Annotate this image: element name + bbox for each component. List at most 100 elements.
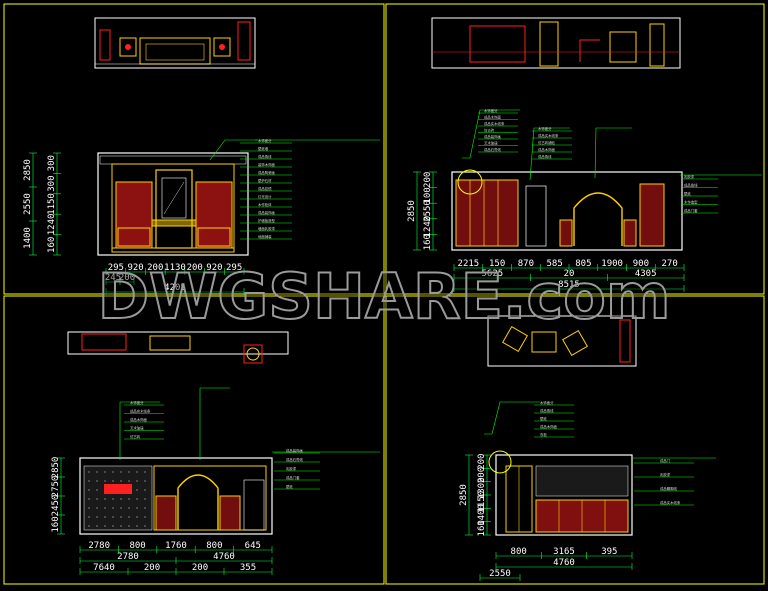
plan-wall-outline (94, 17, 256, 69)
note-label: 成品角线 (538, 154, 552, 159)
wallpaper-dot (144, 525, 146, 527)
wallpaper-dot (112, 507, 114, 509)
dimension-label: 200 (192, 563, 208, 573)
note-label: 艺术玻璃 (130, 426, 144, 431)
plan-column-right (237, 21, 251, 61)
note-label: 木饰面分 (538, 126, 552, 131)
note-label: 成品陶瓷画 (258, 170, 276, 175)
dimension-label: 300 (47, 175, 57, 191)
elevation-left-cabinet (115, 181, 153, 249)
wallpaper-dots (88, 471, 146, 527)
wallpaper-dot (120, 498, 122, 500)
plan-column-left (99, 29, 111, 61)
plan-table (531, 331, 557, 353)
dimension-label: 160 (423, 234, 433, 250)
elevation-cabinet-doors-left (117, 227, 151, 247)
note-label: 成品门 (660, 458, 671, 463)
note-label: 壁纸 (684, 191, 691, 196)
elevation-cabinet-doors-right (197, 227, 231, 247)
wallpaper-dot (144, 471, 146, 473)
plan-chair-rotated (502, 326, 528, 352)
viewport-frame-top-left (3, 3, 385, 295)
plan-column (619, 319, 631, 363)
leaders-top-left (209, 139, 380, 161)
elevation-cabinet-frame (153, 465, 267, 531)
dimension-label: 2850 (407, 200, 417, 222)
detail-callout-circle (457, 169, 483, 195)
wallpaper-dot (88, 498, 90, 500)
plan-column (649, 23, 665, 67)
note-label: 木饰面分 (258, 138, 272, 143)
note-label: 木饰面分 (130, 400, 144, 405)
note-label: 成品实木线条 (484, 121, 505, 126)
dimension-label: 2750 (51, 476, 61, 498)
wallpaper-dot (96, 507, 98, 509)
wallpaper-dot (128, 480, 130, 482)
plan-counter (469, 25, 526, 63)
dimension-label: 8515 (558, 280, 580, 290)
viewport-frame-top-right (385, 3, 765, 295)
elevation-red-decor (104, 484, 132, 494)
dimension-label: 160 (477, 520, 487, 536)
elevation-display-cabinet (639, 183, 665, 247)
dimension-label: 800 (206, 541, 222, 551)
dimension-label: 2850 (51, 457, 61, 479)
dimension-label: 805 (575, 259, 591, 269)
elevation-top-left (97, 152, 249, 256)
elevation-cabinet-left (155, 495, 177, 531)
dimension-label: 200 (187, 263, 203, 273)
notes-bottom-left: 木饰面分成品实木线条成品木饰面艺术玻璃仿古砖成品装饰画成品石膏线乳胶漆成品门套壁… (124, 400, 320, 490)
dimension-label: 295 (108, 263, 124, 273)
wallpaper-dot (136, 489, 138, 491)
leader-line (462, 109, 520, 159)
plan-sofa (149, 335, 191, 351)
wallpaper-dot (128, 471, 130, 473)
note-label: 木饰面分 (540, 400, 554, 405)
note-label: 衣柜 (540, 432, 547, 437)
wallpaper-dot (120, 507, 122, 509)
leaders-bottom-right (484, 401, 716, 459)
plan-lamp-right (219, 44, 225, 50)
elevation-outline (97, 152, 249, 256)
elevation-right-cabinet (195, 181, 233, 249)
dimension-label: 270 (661, 259, 677, 269)
note-label: 成品石膏线 (286, 457, 304, 462)
elevation-wall-panel (535, 465, 629, 497)
leaders-top-right (462, 109, 762, 181)
dimension-label: 800 (129, 541, 145, 551)
note-label: 成品装饰画 (484, 134, 502, 139)
elevation-mantel (151, 219, 197, 227)
note-label: 乳胶漆 (684, 174, 695, 179)
dimension-label: 1300 (477, 477, 487, 499)
wallpaper-dot (144, 507, 146, 509)
note-label: 成品实木线条 (538, 133, 559, 138)
wallpaper-dot (88, 507, 90, 509)
leader-line (199, 387, 230, 460)
notes-top-right: 木饰面分成品木饰面成品实木线条仿古砖成品装饰画艺术玻璃成品石膏线木饰面分成品实木… (478, 108, 718, 214)
wallpaper-dot (88, 471, 90, 473)
wallpaper-dot (96, 471, 98, 473)
leader-line (529, 127, 570, 181)
elevation-outline (495, 454, 633, 536)
note-label: 壁炉石材 (258, 178, 272, 183)
plan-wall-outline (487, 315, 637, 367)
note-label: 乳胶漆 (660, 472, 671, 477)
wallpaper-dot (112, 480, 114, 482)
note-label: 木作造型 (684, 200, 698, 205)
wallpaper-dot (112, 516, 114, 518)
plan-armchair (243, 344, 263, 364)
wallpaper-dot (144, 480, 146, 482)
dimension-label: 20 (564, 269, 575, 279)
leader-line (594, 127, 632, 179)
dimension-label: 1760 (165, 541, 187, 551)
wallpaper-dot (120, 525, 122, 527)
plan-cabinet (81, 333, 127, 351)
dimension-label: 100 (423, 187, 433, 203)
elevation-arch-wainscot-left (559, 219, 573, 247)
leaders-bottom-left (119, 387, 380, 460)
wallpaper-dot (104, 516, 106, 518)
elevation-mirror (161, 177, 187, 219)
note-label: 成品实木线条 (130, 409, 151, 414)
